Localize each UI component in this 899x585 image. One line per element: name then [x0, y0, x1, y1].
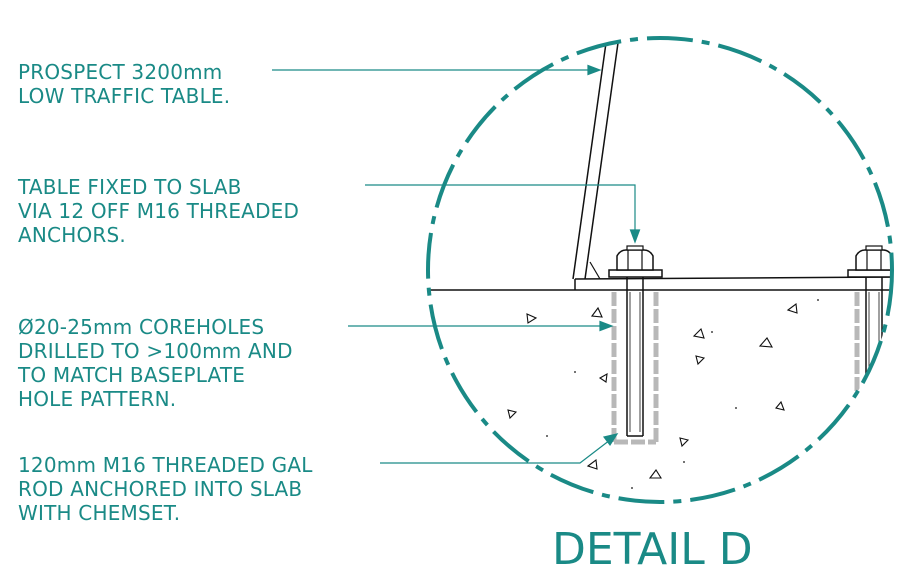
callout-fixing-line-2: VIA 12 OFF M16 THREADED [18, 199, 300, 223]
callout-table-line-1: PROSPECT 3200mm [18, 60, 223, 84]
corehole-right [854, 292, 860, 442]
detail-boundary-circle [426, 36, 894, 504]
callout-coreholes-line-1: Ø20-25mm COREHOLES [18, 315, 265, 339]
callout-rod-line-1: 120mm M16 THREADED GAL [18, 453, 313, 477]
table-leg-outer [572, 38, 613, 280]
callout-rod-line-2: ROD ANCHORED INTO SLAB [18, 477, 303, 501]
callout-coreholes-line-3: TO MATCH BASEPLATE [18, 363, 246, 387]
leader-rod [380, 433, 619, 464]
callout-fixing: TABLE FIXED TO SLAB VIA 12 OFF M16 THREA… [18, 175, 299, 247]
leader-lines [272, 64, 641, 464]
concrete-aggregate [431, 302, 798, 479]
table-leg-inner [584, 38, 625, 280]
hex-nut-left [608, 245, 663, 278]
callout-fixing-line-1: TABLE FIXED TO SLAB [18, 175, 242, 199]
detail-title: DETAIL D [552, 524, 753, 575]
callout-table-line-2: LOW TRAFFIC TABLE. [18, 84, 231, 108]
threaded-rod-left [626, 276, 644, 437]
callout-coreholes-line-4: HOLE PATTERN. [18, 387, 177, 411]
callout-table: PROSPECT 3200mm LOW TRAFFIC TABLE. [18, 60, 230, 108]
leg-weld [589, 261, 601, 280]
callout-coreholes: Ø20-25mm COREHOLES DRILLED TO >100mm AND… [18, 315, 293, 411]
hex-nut-right [847, 245, 892, 278]
detail-contents [428, 38, 892, 489]
leader-table [272, 64, 602, 76]
callout-rod-line-3: WITH CHEMSET. [18, 501, 181, 525]
callout-fixing-line-3: ANCHORS. [18, 223, 126, 247]
callout-coreholes-line-2: DRILLED TO >100mm AND [18, 339, 293, 363]
leader-fixing [365, 184, 641, 244]
baseplate-top [574, 276, 892, 280]
leader-coreholes [348, 320, 614, 332]
concrete-specks [546, 299, 819, 489]
callout-rod: 120mm M16 THREADED GAL ROD ANCHORED INTO… [18, 453, 313, 525]
corehole-left [611, 292, 659, 445]
